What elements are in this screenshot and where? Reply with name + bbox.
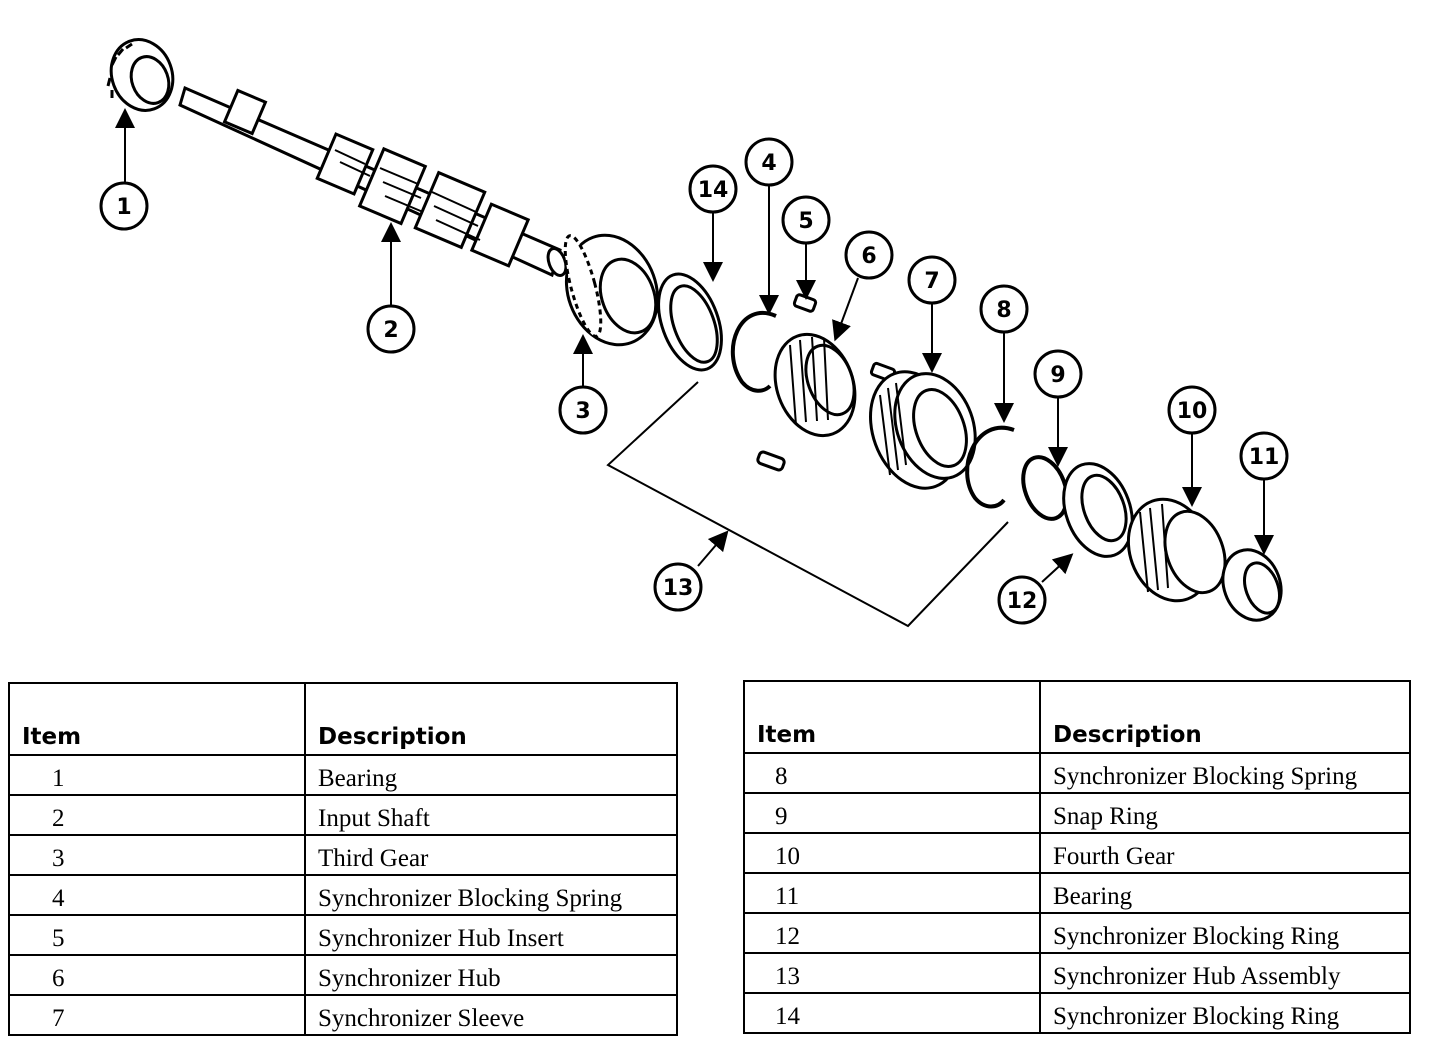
item-number: 1 [8,754,306,796]
callout-4: 4 [744,137,794,187]
exploded-view-diagram: 1 2 3 4 5 6 7 8 9 10 11 12 [99,38,1289,628]
column-header-description: Description [1039,680,1411,754]
item-description: Input Shaft [304,794,678,836]
part-input-shaft [178,85,568,278]
item-number: 6 [8,954,306,996]
item-description: Synchronizer Blocking Spring [304,874,678,916]
callout-12: 12 [997,575,1047,625]
item-description: Synchronizer Hub Insert [304,914,678,956]
part-blocking-ring-rear [1062,462,1134,558]
callout-5-label: 5 [798,209,813,234]
column-header-item: Item [743,680,1041,754]
callout-14: 14 [688,164,738,214]
item-number: 7 [8,994,306,1036]
callout-3-label: 3 [575,399,590,424]
callout-11-label: 11 [1249,445,1280,470]
callout-12-label: 12 [1007,589,1038,614]
callout-8: 8 [979,284,1029,334]
part-blocking-ring-front [657,272,723,372]
item-description: Synchronizer Hub [304,954,678,996]
item-number: 4 [8,874,306,916]
leader-lines [115,108,1274,583]
callout-13-label: 13 [663,576,694,601]
item-description: Synchronizer Blocking Ring [1039,912,1411,954]
callout-13: 13 [653,562,703,612]
item-description: Bearing [1039,872,1411,914]
part-blocking-spring-rear [965,425,1015,509]
item-number: 8 [743,752,1041,794]
item-description: Synchronizer Blocking Spring [1039,752,1411,794]
part-synchronizer-sleeve [869,370,977,490]
table-header-row: Item Description [8,682,678,756]
item-description: Fourth Gear [1039,832,1411,874]
callout-11: 11 [1239,431,1289,481]
part-fourth-gear [1126,497,1227,603]
item-number: 2 [8,794,306,836]
callout-10-label: 10 [1177,399,1208,424]
item-description: Synchronizer Hub Assembly [1039,952,1411,994]
callout-14-label: 14 [698,178,729,203]
callout-5: 5 [781,195,831,245]
part-bearing-rear [1221,548,1283,622]
callout-9: 9 [1033,349,1083,399]
callout-2-label: 2 [383,318,398,343]
item-number: 14 [743,992,1041,1034]
callout-9-label: 9 [1050,363,1065,388]
column-header-description: Description [304,682,678,756]
table-header-row: Item Description [743,680,1411,754]
hub-assembly-bracket [606,381,1009,628]
item-number: 11 [743,872,1041,914]
callout-10: 10 [1167,385,1217,435]
item-description: Third Gear [304,834,678,876]
callout-6: 6 [844,230,894,280]
item-number: 5 [8,914,306,956]
callout-3: 3 [558,385,608,435]
callout-7: 7 [907,255,957,305]
part-snap-ring [1021,455,1069,521]
part-blocking-spring-front [730,311,777,393]
callout-1-label: 1 [116,195,131,220]
callout-7-label: 7 [924,269,939,294]
item-number: 3 [8,834,306,876]
item-description: Synchronizer Blocking Ring [1039,992,1411,1034]
item-description: Bearing [304,754,678,796]
item-number: 10 [743,832,1041,874]
callout-6-label: 6 [861,244,876,269]
callout-4-label: 4 [761,151,776,176]
column-header-item: Item [8,682,306,756]
item-number: 12 [743,912,1041,954]
item-description: Synchronizer Sleeve [304,994,678,1036]
callout-8-label: 8 [996,298,1011,323]
item-number: 13 [743,952,1041,994]
part-bearing-front [106,38,175,112]
item-number: 9 [743,792,1041,834]
part-synchronizer-hub [773,332,857,438]
part-third-gear [563,233,660,347]
callout-1: 1 [99,181,149,231]
item-description: Snap Ring [1039,792,1411,834]
callout-2: 2 [366,304,416,354]
